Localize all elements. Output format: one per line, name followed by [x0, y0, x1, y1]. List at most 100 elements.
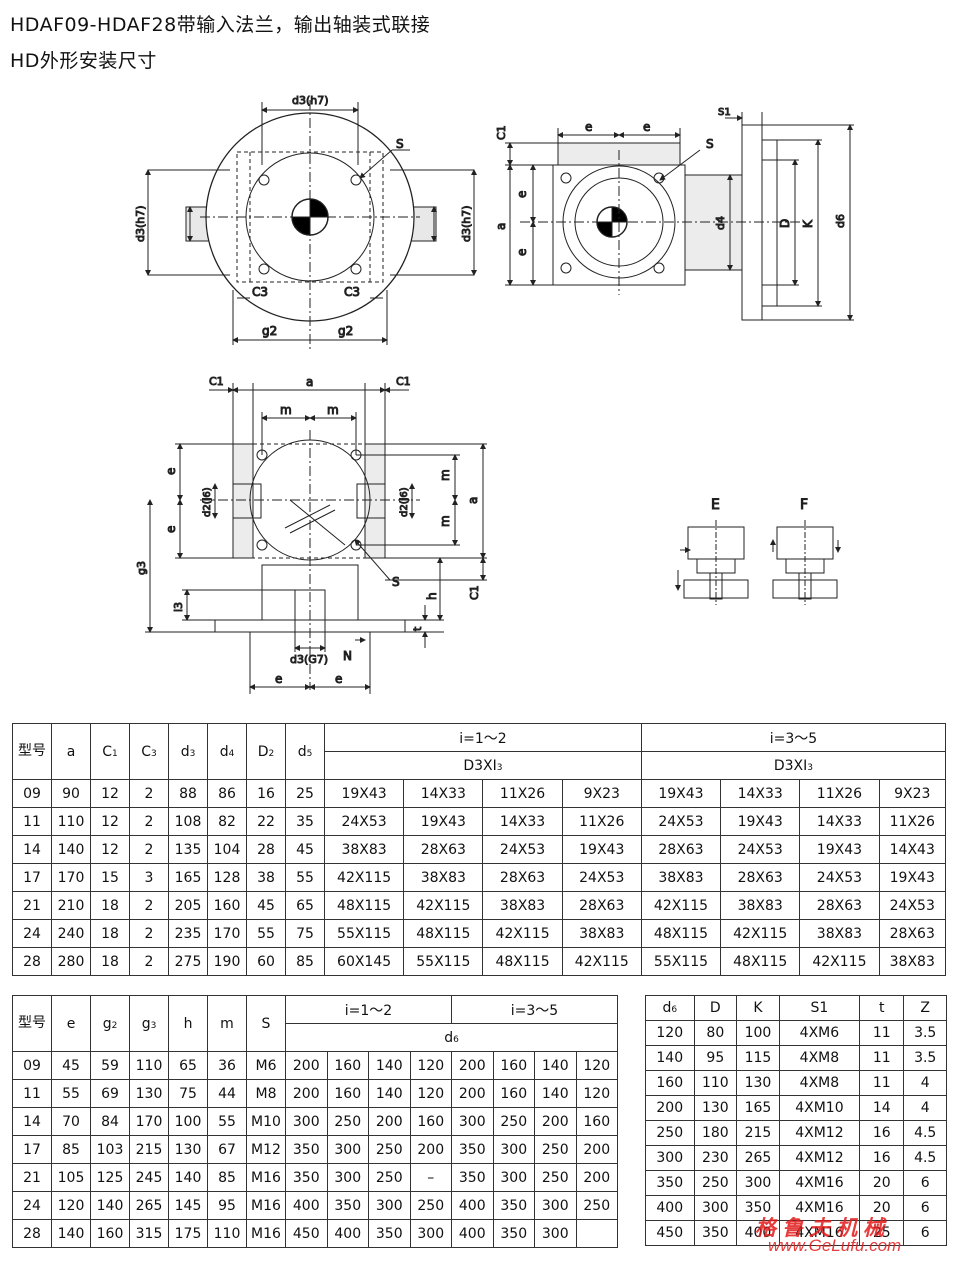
table-cell: 28X63: [403, 835, 484, 864]
table-cell: 128: [207, 863, 247, 892]
table-cell: 350: [451, 1135, 494, 1164]
table-cell: 11: [12, 807, 52, 836]
table-cell: 2: [129, 779, 169, 808]
table-cell: 28X63: [799, 891, 880, 920]
table-cell: 300: [534, 1219, 577, 1248]
table-cell: 200: [368, 1107, 411, 1136]
table-cell: 24X53: [878, 891, 947, 920]
table-cell: 135: [168, 835, 208, 864]
header-g3: g3: [129, 995, 169, 1052]
table-cell: 165: [168, 863, 208, 892]
table-cell: 200: [451, 1051, 494, 1080]
table-cell: 11: [12, 1079, 52, 1108]
header-e: e: [51, 995, 91, 1052]
label-n: N: [343, 649, 352, 663]
table-cell: 11: [859, 1045, 905, 1071]
table-cell: –: [409, 1163, 452, 1192]
dim-d3g7: d3(G7): [290, 653, 328, 666]
table-cell: 24X53: [720, 835, 801, 864]
table-cell: 55: [51, 1079, 91, 1108]
table-cell: 48X115: [720, 947, 801, 976]
header-d4: d4: [207, 723, 247, 780]
table-cell: 250: [368, 1163, 411, 1192]
header-sub-d3xl3-1: D3XI3: [324, 751, 642, 780]
table-cell: 400: [736, 1220, 780, 1246]
table-cell: 2: [129, 947, 169, 976]
table-cell: 140: [51, 1219, 91, 1248]
table-cell: 28: [12, 947, 52, 976]
table-cell: 67: [207, 1135, 247, 1164]
dimension-table-1: 型号 a C1 C3 d3 d4 D2 d5 i=1～2 i=3～5 D3XI3…: [12, 723, 947, 976]
table-cell: 4XM8: [778, 1045, 861, 1071]
table-cell: 42X115: [323, 863, 405, 892]
table-cell: 42X115: [720, 919, 801, 948]
table-cell: 3.5: [903, 1020, 947, 1046]
table-cell: 250: [534, 1135, 577, 1164]
table-cell: 140: [368, 1051, 411, 1080]
table-cell: 300: [451, 1107, 494, 1136]
dim-l3: l3: [172, 602, 185, 612]
table-cell: 22: [246, 807, 286, 836]
table-cell: 200: [575, 1163, 618, 1192]
table-cell: 200: [451, 1079, 494, 1108]
table-cell: 48X115: [403, 919, 484, 948]
dim-e-b2: e: [335, 672, 342, 686]
table-cell: 350: [492, 1219, 535, 1248]
table-cell: M8: [246, 1079, 286, 1108]
table-cell: 350: [368, 1219, 411, 1248]
watermark-cn: 格鲁夫机械: [755, 1215, 890, 1240]
table-cell: 25: [285, 779, 325, 808]
table-cell: 15: [90, 863, 130, 892]
table-cell: 19X43: [323, 779, 405, 808]
dim-m-v1: m: [438, 469, 452, 481]
table-cell: 140: [168, 1163, 208, 1192]
table-cell: 160: [326, 1051, 369, 1080]
dim-e-top1: e: [585, 120, 592, 134]
table-cell: 75: [285, 919, 325, 948]
table-cell: 103: [90, 1135, 130, 1164]
table-cell: 44: [207, 1079, 247, 1108]
table-cell: 48X115: [482, 947, 563, 976]
table-cell: 95: [207, 1191, 247, 1220]
table-cell: 19X43: [799, 835, 880, 864]
table-cell: 86: [207, 779, 247, 808]
table-cell: 14X33: [482, 807, 563, 836]
page-title: HDAF09-HDAF28带输入法兰，输出轴装式联接: [10, 14, 431, 36]
table-cell: 280: [51, 947, 91, 976]
table-cell: 36: [207, 1051, 247, 1080]
dim-h: h: [425, 592, 439, 600]
table-cell: 11X26: [878, 807, 947, 836]
table-cell: 120: [645, 1020, 695, 1046]
header-d6: d6: [285, 1023, 618, 1052]
table-cell: 12: [90, 779, 130, 808]
header-d5: d5: [285, 723, 325, 780]
label-s-side: S: [706, 137, 714, 151]
table-cell: 85: [51, 1135, 91, 1164]
table-cell: 38X83: [799, 919, 880, 948]
table-cell: 17: [12, 1135, 52, 1164]
table-cell: 140: [90, 1191, 130, 1220]
table-cell: 4XM16: [778, 1170, 861, 1196]
header-Z: Z: [903, 995, 947, 1021]
table-cell: 19X43: [720, 807, 801, 836]
table-cell: 28X63: [640, 835, 722, 864]
table-cell: 16: [859, 1120, 905, 1146]
table-cell: M16: [246, 1191, 286, 1220]
table-cell: 160: [90, 1219, 130, 1248]
table-cell: 19X43: [561, 835, 642, 864]
dim-g3: g3: [135, 561, 148, 575]
dim-m2: m: [327, 403, 339, 417]
dim-s1: S1: [718, 107, 731, 118]
table-cell: 45: [285, 835, 325, 864]
table-cell: 11: [859, 1020, 905, 1046]
table-cell: 110: [207, 1219, 247, 1248]
table-cell: 400: [326, 1219, 369, 1248]
header-d3: d3: [168, 723, 208, 780]
